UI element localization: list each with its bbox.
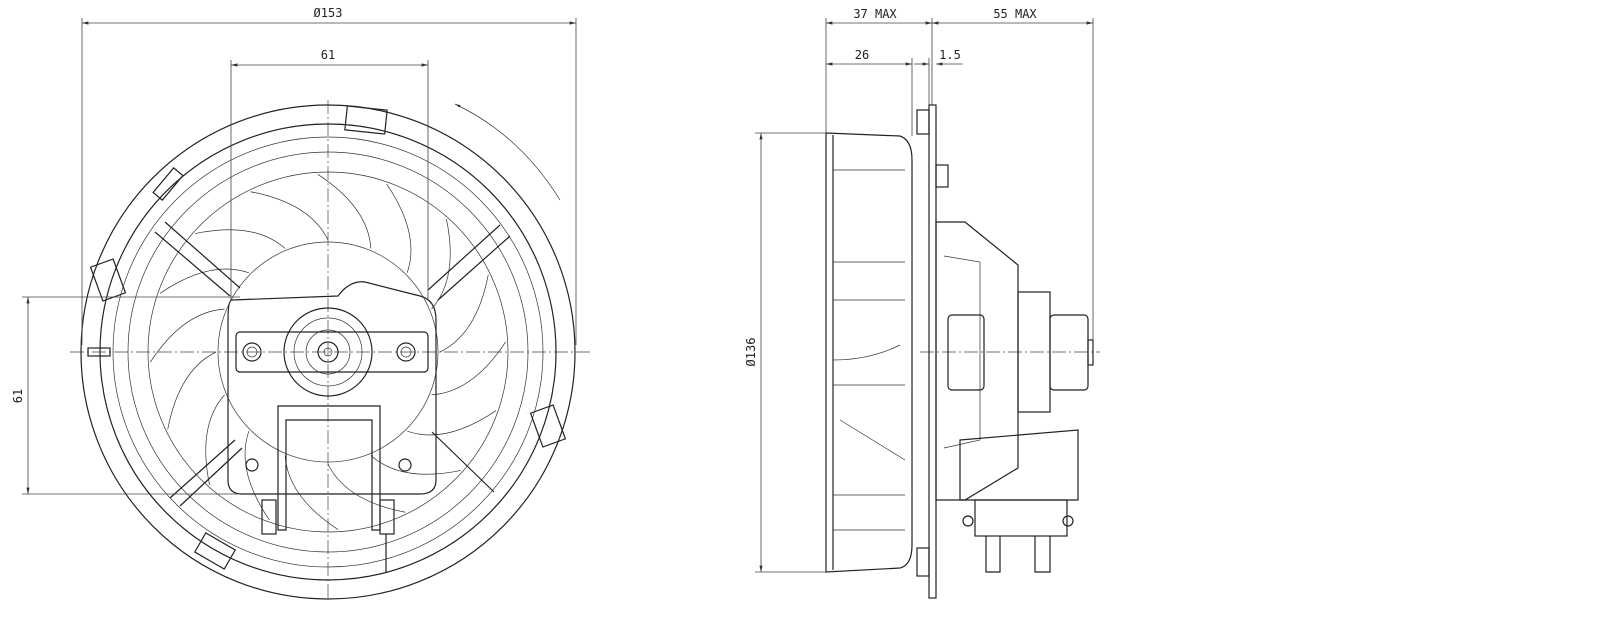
impeller-blade: [431, 219, 451, 310]
dim-impeller-depth: 26: [826, 48, 913, 136]
impeller-blade: [250, 191, 329, 241]
impeller-blade: [284, 455, 339, 531]
shroud-inner: [127, 151, 529, 553]
impeller-blade: [195, 229, 286, 249]
impeller-blade: [370, 455, 461, 475]
dim-label: Ø136: [744, 338, 758, 367]
shroud-outer: [112, 136, 544, 568]
impeller-outer: [147, 171, 509, 533]
motor-hub: [283, 307, 373, 397]
mounting-tabs: [89, 105, 567, 570]
dim-rear-depth: 55 MAX: [932, 7, 1094, 340]
impeller-blade: [439, 274, 489, 353]
impeller-blade: [407, 410, 497, 436]
capacitor-block: [959, 429, 1079, 501]
side-view: 37 MAX 55 MAX 26 1.5 Ø136: [744, 7, 1100, 599]
impeller-blade: [167, 351, 217, 430]
impeller-blade: [149, 308, 225, 363]
support-struts: [154, 221, 511, 507]
rotation-arrow-icon: [454, 103, 561, 201]
terminal-block: [974, 499, 1068, 537]
terminal-1: [985, 536, 1001, 573]
impeller-blade: [386, 183, 412, 273]
dim-label: 61: [11, 389, 25, 403]
front-bearing: [947, 314, 985, 391]
dim-label: Ø153: [314, 6, 343, 20]
dim-mount-width: 61: [230, 48, 429, 300]
dim-impeller-diameter: Ø136: [744, 132, 826, 573]
dim-plate-thickness: 1.5: [914, 48, 963, 105]
dim-label: 55 MAX: [993, 7, 1037, 21]
dim-label: 1.5: [939, 48, 961, 62]
impeller-blade: [205, 394, 225, 485]
impeller-blade: [431, 341, 507, 396]
motor-bracket-side: [935, 221, 1019, 501]
impeller-blade: [244, 431, 270, 521]
impeller-blade: [317, 173, 372, 249]
impeller-housing: [825, 132, 913, 573]
mounting-plate: [928, 104, 937, 599]
dim-front-depth: 37 MAX: [825, 7, 933, 133]
outer-ring: [80, 104, 576, 600]
terminal-2: [1034, 536, 1051, 573]
rear-bearing: [1049, 314, 1089, 391]
dim-label: 37 MAX: [853, 7, 897, 21]
shaft-pin: [87, 347, 111, 357]
dim-label: 26: [855, 48, 869, 62]
ring-lip: [99, 123, 557, 581]
dim-label: 61: [321, 48, 335, 62]
impeller-hub-ring: [217, 241, 439, 463]
dim-outer-diameter: Ø153: [81, 6, 577, 345]
dim-mount-height: 61: [11, 296, 240, 495]
front-view: Ø153 61 61: [11, 6, 590, 600]
impeller-blade: [159, 268, 249, 294]
motor-bracket: [227, 281, 437, 572]
